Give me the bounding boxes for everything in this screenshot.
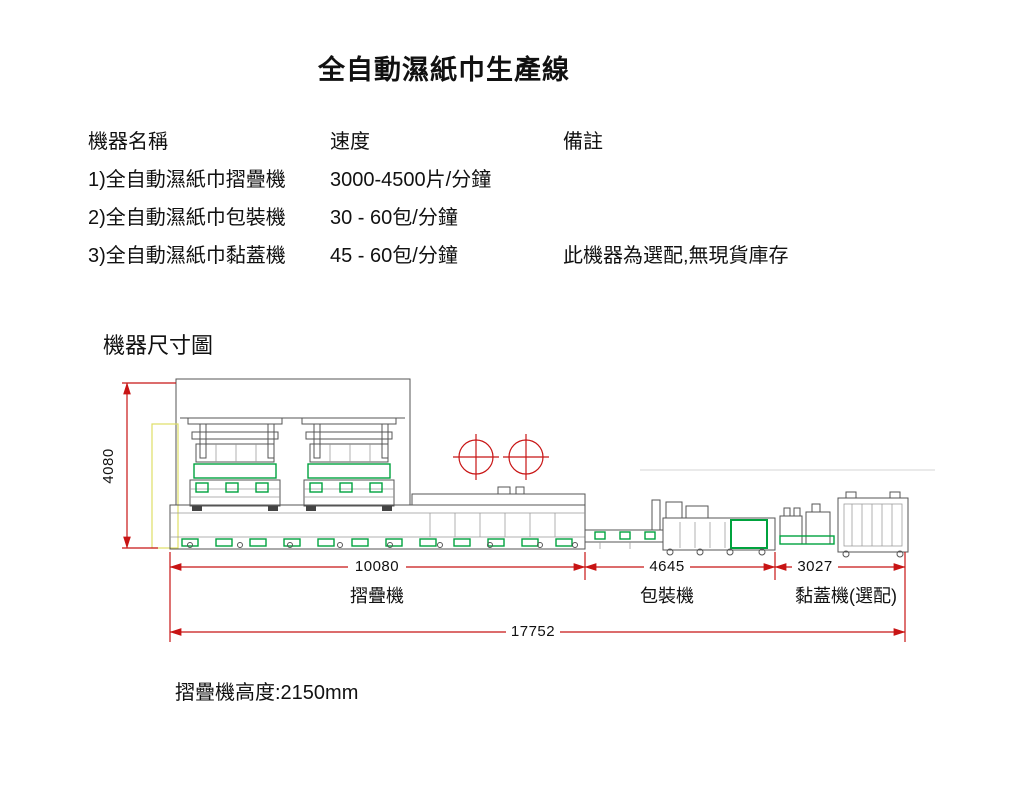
table-header-row: 機器名稱 速度 備註 [88, 120, 968, 158]
machine-speed: 3000-4500片/分鐘 [330, 168, 492, 191]
dimension-packaging-length: 4645 [649, 558, 684, 575]
machine-name: 1)全自動濕紙巾摺疊機 [88, 168, 286, 191]
machine-name: 3)全自動濕紙巾黏蓋機 [88, 244, 286, 267]
alignment-mark-right-icon [503, 434, 549, 480]
table-row: 2)全自動濕紙巾包裝機 30 - 60包/分鐘 [88, 196, 968, 234]
table-row: 3)全自動濕紙巾黏蓋機 45 - 60包/分鐘 此機器為選配,無現貨庫存 [88, 234, 968, 272]
section-label-capping-machine: 黏蓋機(選配) [795, 586, 897, 606]
dimension-total-length: 17752 [511, 623, 555, 640]
dimension-capping-length: 3027 [797, 558, 832, 575]
column-header-machine-name: 機器名稱 [88, 130, 168, 153]
machine-speed: 30 - 60包/分鐘 [330, 206, 458, 229]
machine-note: 此機器為選配,無現貨庫存 [563, 244, 789, 267]
section-label-folding-machine: 摺疊機 [350, 586, 404, 606]
table-row: 1)全自動濕紙巾摺疊機 3000-4500片/分鐘 [88, 158, 968, 196]
machine-speed: 45 - 60包/分鐘 [330, 244, 458, 267]
section-title-dimensions: 機器尺寸圖 [103, 333, 214, 358]
packaging-machine-drawing [651, 499, 776, 556]
dimension-folding-length: 10080 [355, 558, 399, 575]
machine-spec-table: 機器名稱 速度 備註 1)全自動濕紙巾摺疊機 3000-4500片/分鐘 2)全… [88, 120, 968, 272]
section-label-packaging-machine: 包裝機 [640, 586, 694, 606]
column-header-note: 備註 [563, 130, 603, 153]
conveyor-drawing [169, 486, 664, 550]
machine-name: 2)全自動濕紙巾包裝機 [88, 206, 286, 229]
dimension-height: 4080 [100, 448, 117, 483]
dimension-lines: 4080 10080 4645 3027 17752 摺疊機 包裝機 黏蓋機(選… [100, 382, 906, 642]
folding-machine-drawing [151, 378, 411, 549]
page-title: 全自動濕紙巾生產線 [318, 55, 570, 85]
alignment-mark-left-icon [453, 434, 499, 480]
folding-machine-height-note: 摺疊機高度:2150mm [175, 682, 359, 704]
column-header-speed: 速度 [330, 130, 370, 153]
capping-machine-drawing [779, 491, 909, 558]
